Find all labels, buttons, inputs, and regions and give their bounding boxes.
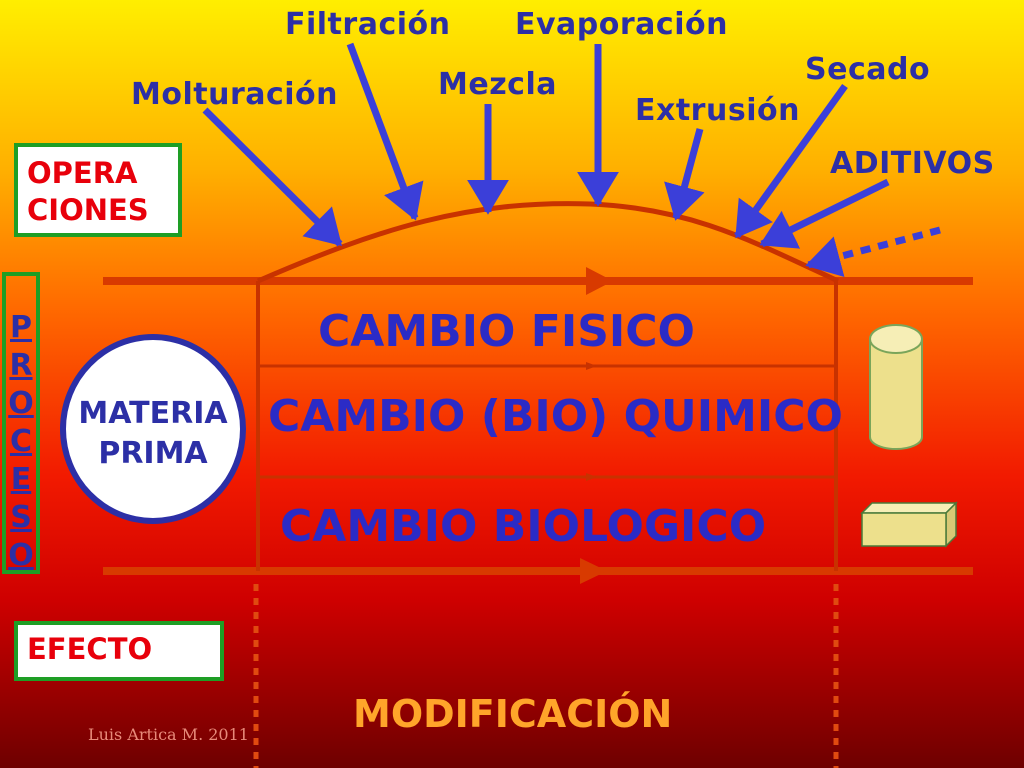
operaciones-line2: CIONES [27,193,149,227]
aditivos-arrow [759,178,890,249]
proceso-letter: O [8,386,34,421]
extrusion-arrow [664,128,705,221]
cambio-fisico-label: CAMBIO FISICO [318,306,695,357]
proceso-letter: E [10,462,32,497]
molturacion-arrow [202,107,343,247]
cylinder-icon [869,324,923,450]
proceso-letter: O [8,538,34,573]
modificacion-label: MODIFICACIÓN [353,692,673,736]
materia-line2: PRIMA [98,436,208,471]
cambio-quimico-label: CAMBIO (BIO) QUIMICO [268,391,843,442]
extra-additive-dotted-arrow [805,226,941,278]
materia-prima-circle: MATERIA PRIMA [60,334,246,524]
secado-arrow [734,83,848,239]
bottom-flow-arrowhead [580,558,607,584]
proceso-letter: R [9,348,33,383]
operaciones-line1: OPERA [27,156,138,190]
materia-line1: MATERIA [78,396,228,431]
proceso-letter: S [10,500,32,535]
credit-text: Luis Artica M. 2011 [88,725,249,744]
filtracion-arrow [346,42,424,221]
molturacion-label: Molturación [131,77,339,112]
proceso-box: P R O C E S O [2,272,40,574]
proceso-letters: P R O C E S O [6,309,36,575]
mezcla-label: Mezcla [438,67,557,102]
efecto-label: EFECTO [27,632,153,666]
block-icon [860,501,958,548]
proceso-letter: P [10,310,32,345]
cambio-biologico-label: CAMBIO BIOLOGICO [280,501,767,552]
top-flow-arrowhead [586,267,613,295]
operaciones-box: OPERA CIONES [14,143,182,237]
extrusion-label: Extrusión [635,93,800,128]
proceso-letter: C [9,424,33,459]
evaporacion-label: Evaporación [515,7,728,42]
secado-label: Secado [805,52,931,87]
efecto-box: EFECTO [14,621,224,681]
filtracion-label: Filtración [285,7,451,42]
aditivos-label: ADITIVOS [830,146,995,181]
